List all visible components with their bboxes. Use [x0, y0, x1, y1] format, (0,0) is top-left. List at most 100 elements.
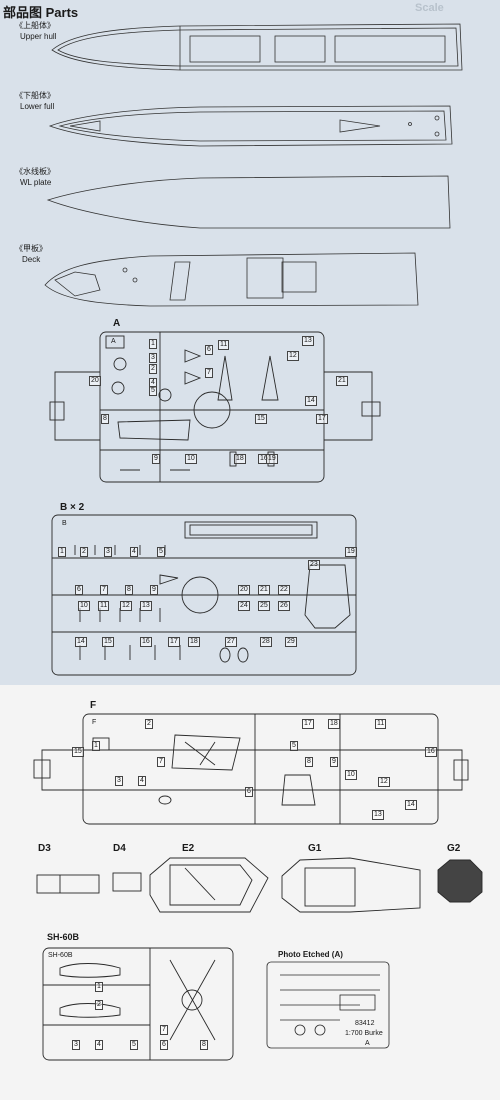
part-number: 13 — [302, 336, 314, 346]
sprue-b-drawing — [51, 514, 357, 676]
part-number: 9 — [150, 585, 158, 595]
part-number: 11 — [98, 601, 110, 611]
part-number: 5 — [130, 1040, 138, 1050]
part-number: 8 — [200, 1040, 208, 1050]
part-number: 15 — [255, 414, 267, 424]
pe-marker: A — [365, 1040, 370, 1047]
d4-label: D4 — [113, 843, 126, 854]
sprue-f-label: F — [90, 700, 97, 711]
part-number: 1 — [149, 339, 157, 349]
part-number: 28 — [260, 637, 272, 647]
part-number: 24 — [238, 601, 250, 611]
part-number: 3 — [115, 776, 123, 786]
part-number: 14 — [305, 396, 317, 406]
part-number: 15 — [102, 637, 114, 647]
part-number: 25 — [258, 601, 270, 611]
page-title: 部品图 Parts — [3, 5, 79, 20]
part-number: 7 — [100, 585, 108, 595]
part-number: 7 — [160, 1025, 168, 1035]
part-number: 2 — [145, 719, 153, 729]
part-number: 20 — [238, 585, 250, 595]
upper-sheet — [0, 0, 500, 685]
part-number: 8 — [305, 757, 313, 767]
part-number: 9 — [152, 454, 160, 464]
photo-etched-drawing — [266, 961, 390, 1049]
part-number: 18 — [188, 637, 200, 647]
part-number: 17 — [168, 637, 180, 647]
part-number: 8 — [125, 585, 133, 595]
part-number: 12 — [378, 777, 390, 787]
part-number: 6 — [75, 585, 83, 595]
part-number: 6 — [160, 1040, 168, 1050]
part-number: 16 — [140, 637, 152, 647]
part-number: 4 — [138, 776, 146, 786]
part-number: 7 — [205, 368, 213, 378]
deck-en-label: Deck — [22, 255, 41, 264]
part-number: 14 — [405, 800, 417, 810]
part-number: 18 — [328, 719, 340, 729]
part-number: 10 — [185, 454, 197, 464]
part-number: 6 — [245, 787, 253, 797]
part-number: 2 — [80, 547, 88, 557]
part-number: 2 — [149, 364, 157, 374]
part-number: 3 — [104, 547, 112, 557]
e2-label: E2 — [182, 843, 195, 854]
upper-hull-cn-label: 《上船体》 — [15, 21, 55, 30]
part-number: 1 — [58, 547, 66, 557]
part-number: 4 — [95, 1040, 103, 1050]
part-number: 29 — [285, 637, 297, 647]
part-number: 16 — [425, 747, 437, 757]
part-number: 17 — [316, 414, 328, 424]
part-number: 21 — [336, 376, 348, 386]
part-number: 12 — [120, 601, 132, 611]
sprue-b-label: B × 2 — [60, 502, 85, 513]
part-number: 4 — [130, 547, 138, 557]
sprue-a-label: A — [113, 318, 121, 329]
g2-label: G2 — [447, 843, 461, 854]
part-number: 6 — [205, 345, 213, 355]
part-number: 7 — [157, 757, 165, 767]
part-number: 10 — [345, 770, 357, 780]
part-number: 17 — [302, 719, 314, 729]
g1-label: G1 — [308, 843, 322, 854]
part-number: 5 — [290, 741, 298, 751]
faded-scale-text: Scale — [415, 2, 444, 14]
part-number: 1 — [95, 982, 103, 992]
part-number: 23 — [308, 560, 320, 570]
part-number: 14 — [75, 637, 87, 647]
part-number: 2 — [95, 1000, 103, 1010]
lower-hull-en-label: Lower full — [20, 102, 55, 111]
part-number: 19 — [345, 547, 357, 557]
pe-code: 83412 — [355, 1020, 375, 1027]
deck-cn-label: 《甲板》 — [15, 244, 47, 253]
part-number: 26 — [278, 601, 290, 611]
part-number: 5 — [157, 547, 165, 557]
wl-plate-drawing — [46, 175, 451, 229]
part-number: 9 — [330, 757, 338, 767]
part-number: 3 — [149, 353, 157, 363]
sh60b-tag: SH-60B — [48, 952, 73, 959]
wl-plate-en-label: WL plate — [20, 178, 52, 187]
part-number: 10 — [78, 601, 90, 611]
pe-scale: 1:700 Burke — [345, 1030, 383, 1037]
lower-hull-drawing — [48, 105, 453, 147]
part-number: 20 — [89, 376, 101, 386]
wl-plate-cn-label: 《水线板》 — [15, 167, 55, 176]
part-number: 12 — [287, 351, 299, 361]
lower-hull-cn-label: 《下船体》 — [15, 91, 55, 100]
part-number: 21 — [258, 585, 270, 595]
sh60b-sprue-drawing — [42, 947, 234, 1061]
sprue-f-tag: F — [92, 719, 97, 726]
part-number: 5 — [149, 386, 157, 396]
part-number: 8 — [101, 414, 109, 424]
sprue-b-tag: B — [62, 520, 67, 527]
sprue-a-drawing — [49, 331, 381, 483]
part-number: 27 — [225, 637, 237, 647]
part-number: 13 — [140, 601, 152, 611]
part-number: 11 — [218, 340, 230, 350]
part-number: 19 — [266, 454, 278, 464]
part-number: 1 — [92, 741, 100, 751]
sprue-f-drawing — [33, 713, 469, 825]
sprue-a-tag: A — [111, 338, 116, 345]
